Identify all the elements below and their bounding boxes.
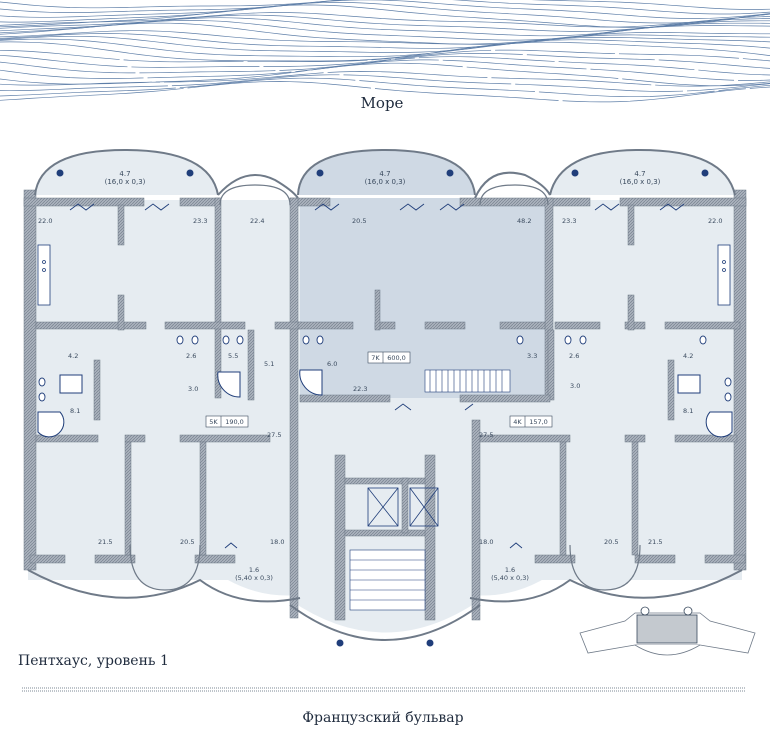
room-area: 23.3 — [193, 217, 207, 225]
sea-label: Море — [361, 94, 404, 112]
room-area: 2.6 — [186, 352, 196, 360]
balcony-left-dims: (5,40 x 0,3) — [235, 574, 273, 582]
windows — [69, 203, 685, 549]
terrace-right: 4.7 (16,0 x 0,3) — [620, 170, 661, 186]
room-area: 5.5 — [228, 352, 238, 360]
room-area: 27.5 — [479, 431, 493, 439]
terrace-center-dims: (16,0 x 0,3) — [365, 178, 406, 186]
balcony-left-area: 1.6 — [249, 566, 259, 574]
wave-line — [0, 33, 770, 49]
room-area: 22.4 — [250, 217, 264, 225]
wave-line — [0, 77, 770, 98]
columns — [56, 169, 709, 647]
wave-line — [0, 59, 770, 81]
walls — [23, 189, 747, 621]
wave-line — [0, 4, 770, 28]
terrace-left: 4.7 (16,0 x 0,3) — [105, 170, 146, 186]
room-area: 21.5 — [648, 538, 662, 546]
room-area: 22.0 — [38, 217, 52, 225]
room-area: 8.1 — [683, 407, 693, 415]
wave-line — [0, 41, 770, 62]
wave-line — [0, 0, 770, 10]
terrace-left-dims: (16,0 x 0,3) — [105, 178, 146, 186]
room-area: 21.5 — [98, 538, 112, 546]
room-area: 18.0 — [479, 538, 493, 546]
wave-line — [0, 71, 770, 87]
balcony-right: 1.6 (5,40 x 0,3) — [491, 566, 529, 582]
room-area: 20.5 — [604, 538, 618, 546]
facade-curves — [27, 148, 743, 641]
unit-type: 4K — [513, 418, 522, 426]
room-area: 3.3 — [527, 352, 537, 360]
room-area: 27.5 — [267, 431, 281, 439]
unit-area: 190,0 — [225, 418, 244, 426]
room-area: 3.0 — [570, 382, 580, 390]
wave-line — [0, 38, 770, 58]
room-area: 22.3 — [353, 385, 367, 393]
room-area: 8.1 — [70, 407, 80, 415]
wave-line — [0, 2, 770, 24]
bathtub-icon — [37, 369, 733, 438]
balcony-left: 1.6 (5,40 x 0,3) — [235, 566, 273, 582]
unit-tag-7k: 7K 600,0 — [367, 351, 411, 364]
room-labels: 22.0 23.3 22.4 20.5 48.2 23.3 22.0 4.2 2… — [38, 217, 722, 546]
room-area: 2.6 — [569, 352, 579, 360]
building-key-plan-icon — [579, 606, 756, 656]
room-area: 22.0 — [708, 217, 722, 225]
wave-line — [0, 81, 770, 103]
room-area: 18.0 — [270, 538, 284, 546]
unit-tag-5k: 5K 190,0 — [205, 415, 249, 428]
room-area: 20.5 — [352, 217, 366, 225]
balcony-right-dims: (5,40 x 0,3) — [491, 574, 529, 582]
room-area: 20.5 — [180, 538, 194, 546]
street-label: Французский бульвар — [302, 710, 463, 726]
wave-line — [0, 22, 770, 45]
terrace-center-area: 4.7 — [379, 170, 390, 178]
terrace-right-area: 4.7 — [634, 170, 645, 178]
terrace-center: 4.7 (16,0 x 0,3) — [365, 170, 406, 186]
wave-line — [0, 0, 770, 19]
wave-line — [0, 56, 770, 76]
unit-tag-4k: 4K 157,0 — [509, 415, 553, 428]
wave-line — [0, 74, 770, 92]
unit-area: 157,0 — [529, 418, 548, 426]
room-area: 48.2 — [517, 217, 531, 225]
room-area: 6.0 — [327, 360, 337, 368]
unit-area: 600,0 — [387, 354, 406, 362]
wave-line — [0, 53, 770, 69]
wave-line — [0, 30, 770, 45]
unit-type: 5K — [209, 418, 218, 426]
wave-line — [0, 35, 770, 53]
room-area: 4.2 — [68, 352, 78, 360]
room-area: 4.2 — [683, 352, 693, 360]
terrace-right-dims: (16,0 x 0,3) — [620, 178, 661, 186]
unit-type: 7K — [371, 354, 380, 362]
sea-waves — [0, 0, 770, 103]
room-area: 3.0 — [188, 385, 198, 393]
level-caption: Пентхаус, уровень 1 — [18, 653, 169, 669]
staircase-icon — [349, 369, 511, 611]
terrace-left-area: 4.7 — [119, 170, 130, 178]
wave-line — [0, 12, 770, 28]
wave-line — [0, 49, 770, 63]
wave-line — [0, 0, 770, 15]
toilet-icon — [38, 335, 732, 402]
kitchen-icon — [37, 244, 731, 306]
room-area: 23.3 — [562, 217, 576, 225]
elevator-shaft-icon — [367, 487, 439, 527]
balcony-right-area: 1.6 — [505, 566, 515, 574]
room-area: 5.1 — [264, 360, 274, 368]
